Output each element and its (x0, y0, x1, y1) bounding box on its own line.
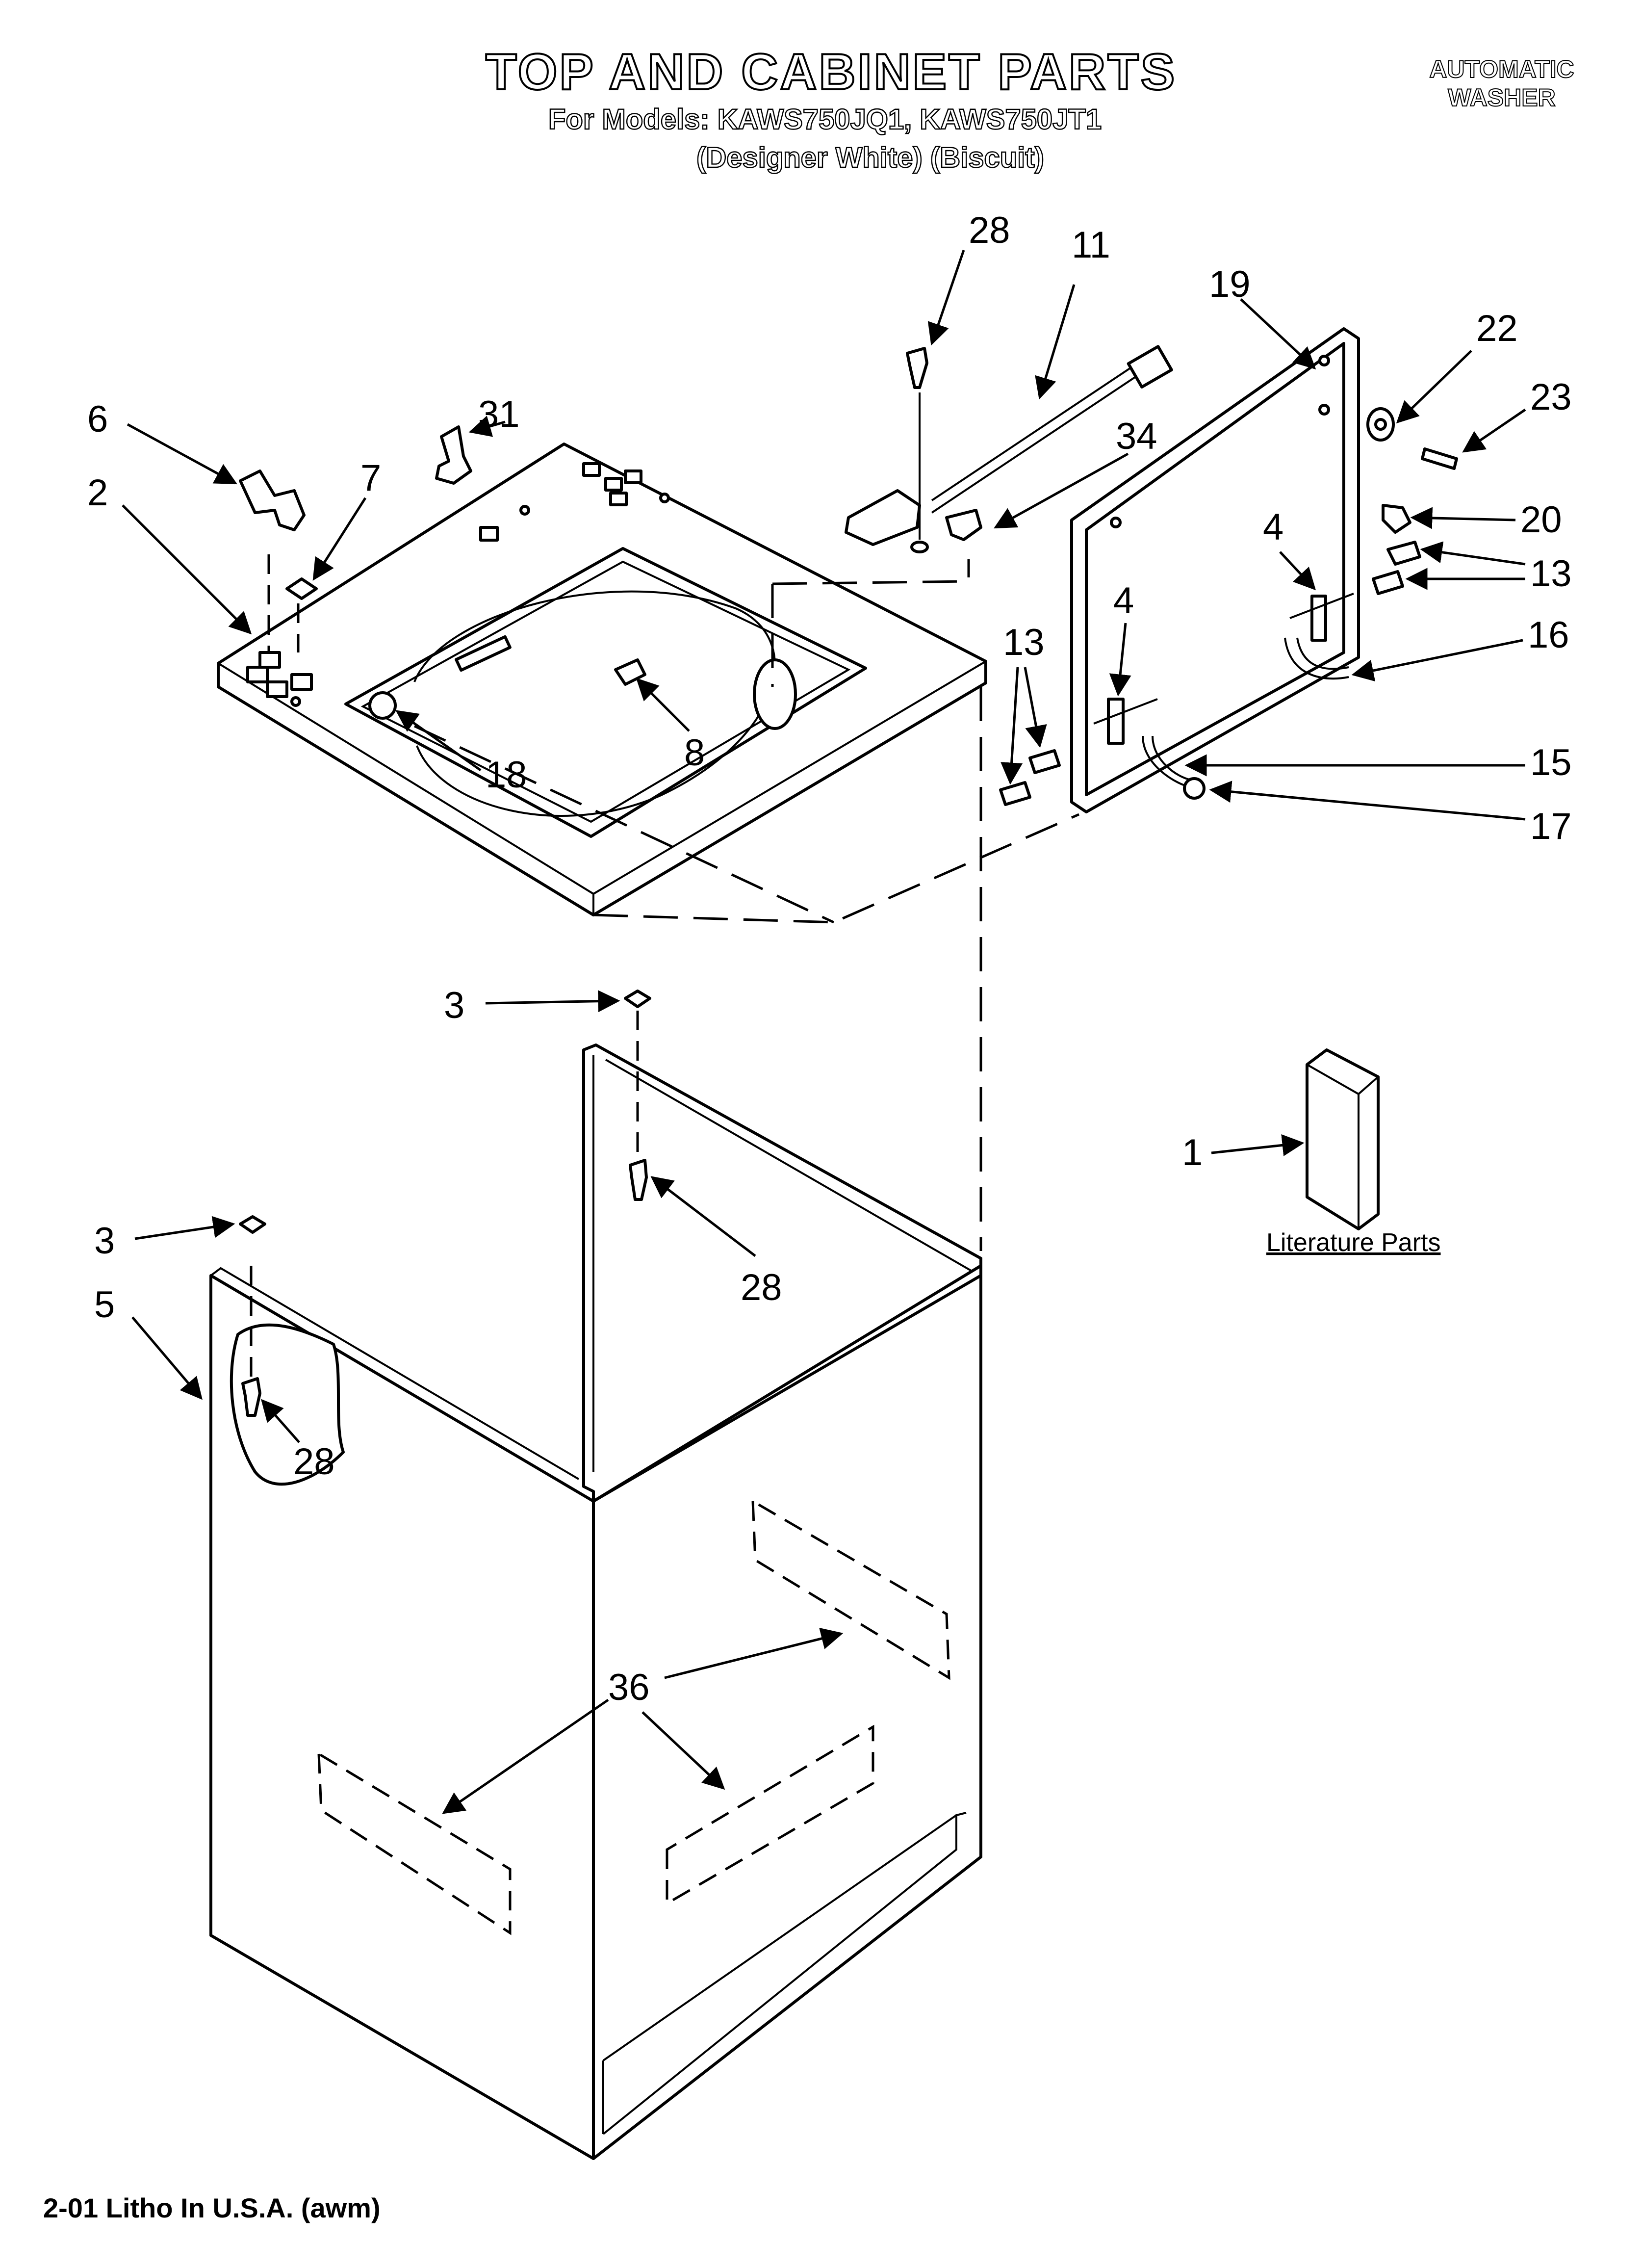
page-title: TOP AND CABINET PARTS (485, 43, 1177, 102)
callout-7: 7 (360, 457, 381, 499)
litho-footer: 2-01 Litho In U.S.A. (awm) (43, 2192, 381, 2223)
appliance-line-1: AUTOMATIC (1429, 55, 1574, 83)
callout-11: 11 (1072, 224, 1110, 266)
callout-34: 34 (1116, 416, 1157, 457)
console-frame (1070, 327, 1360, 813)
callout-8: 8 (684, 732, 705, 774)
callout-17: 17 (1530, 806, 1572, 847)
callout-36: 36 (608, 1667, 650, 1708)
callout-20: 20 (1520, 499, 1562, 541)
callout-28-top: 28 (969, 209, 1010, 251)
appliance-type: AUTOMATIC WASHER (1418, 55, 1585, 112)
callout-18: 18 (486, 754, 527, 796)
callout-16: 16 (1528, 614, 1569, 656)
callout-4-left: 4 (1113, 580, 1134, 622)
callout-4-right: 4 (1263, 506, 1283, 548)
callout-1: 1 (1182, 1132, 1203, 1173)
callout-19: 19 (1209, 263, 1251, 305)
washer-top-panel (217, 443, 987, 916)
callout-28-cabinet: 28 (741, 1267, 782, 1308)
appliance-line-2: WASHER (1447, 83, 1556, 112)
models-line: For Models: KAWS750JQ1, KAWS750JT1 (548, 103, 1103, 136)
callout-6: 6 (87, 398, 108, 440)
callout-13-left: 13 (1003, 622, 1045, 663)
callout-13-right: 13 (1530, 553, 1572, 595)
colors-line: (Designer White) (Biscuit) (696, 141, 1045, 174)
callout-22: 22 (1476, 308, 1518, 349)
callout-3-upper: 3 (444, 985, 464, 1026)
callout-28-cutaway: 28 (293, 1441, 335, 1483)
washer-cabinet (209, 1043, 982, 2160)
callout-23: 23 (1530, 376, 1572, 418)
callout-3-lower: 3 (94, 1220, 115, 1262)
literature-parts-label: Literature Parts (1266, 1228, 1441, 1257)
literature-parts-book (1306, 1048, 1380, 1230)
callout-15: 15 (1530, 742, 1572, 783)
callout-2: 2 (87, 472, 108, 514)
callout-5: 5 (94, 1284, 115, 1326)
